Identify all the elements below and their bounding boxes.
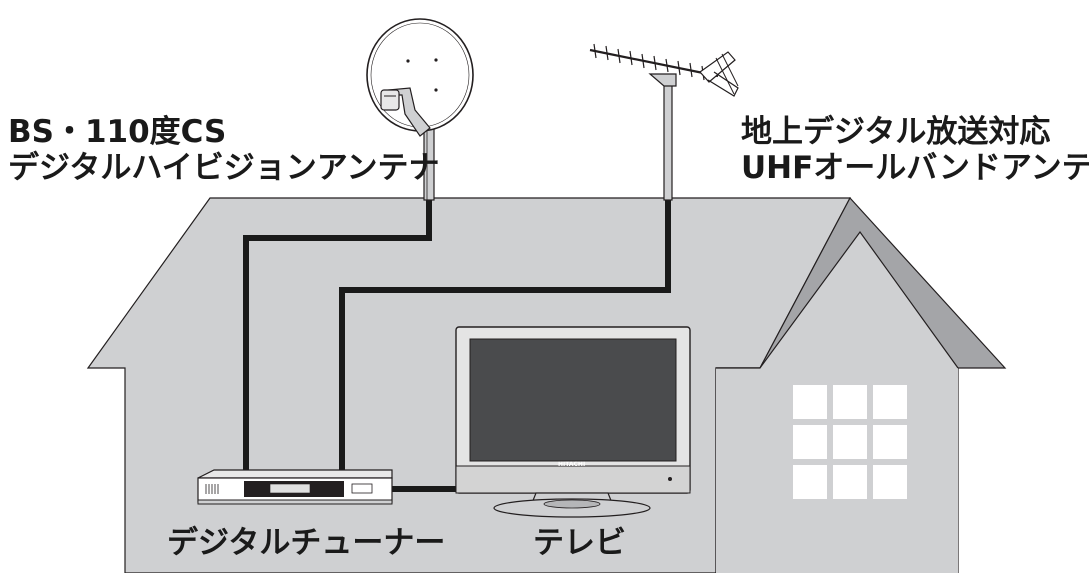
house-window <box>793 385 907 499</box>
uhf-antenna-label-line2: UHFオールバンドアンテナ <box>741 150 1089 186</box>
antenna-cables <box>243 198 671 492</box>
uhf-antenna-icon <box>589 43 739 201</box>
tv-icon <box>455 326 691 518</box>
satellite-dish-icon <box>366 18 474 201</box>
uhf-cable <box>339 198 671 470</box>
bs-antenna-label-line1: BS・110度CS <box>8 114 227 150</box>
house-gable-edge <box>716 230 959 369</box>
bs-antenna-label-line2: デジタルハイビジョンアンテナ <box>8 150 440 186</box>
bs-cable <box>243 198 432 470</box>
tuner-icon <box>197 469 393 505</box>
uhf-antenna-label-line1: 地上デジタル放送対応 <box>741 114 1051 150</box>
tuner-label: デジタルチューナー <box>167 525 446 561</box>
bs-antenna-label: BS・110度CS デジタルハイビジョンアンテナ <box>8 114 440 186</box>
uhf-antenna-label: 地上デジタル放送対応 UHFオールバンドアンテナ <box>741 114 1089 186</box>
tv-brand-label: HITACHI <box>558 461 586 468</box>
tv-label: テレビ <box>533 525 626 561</box>
